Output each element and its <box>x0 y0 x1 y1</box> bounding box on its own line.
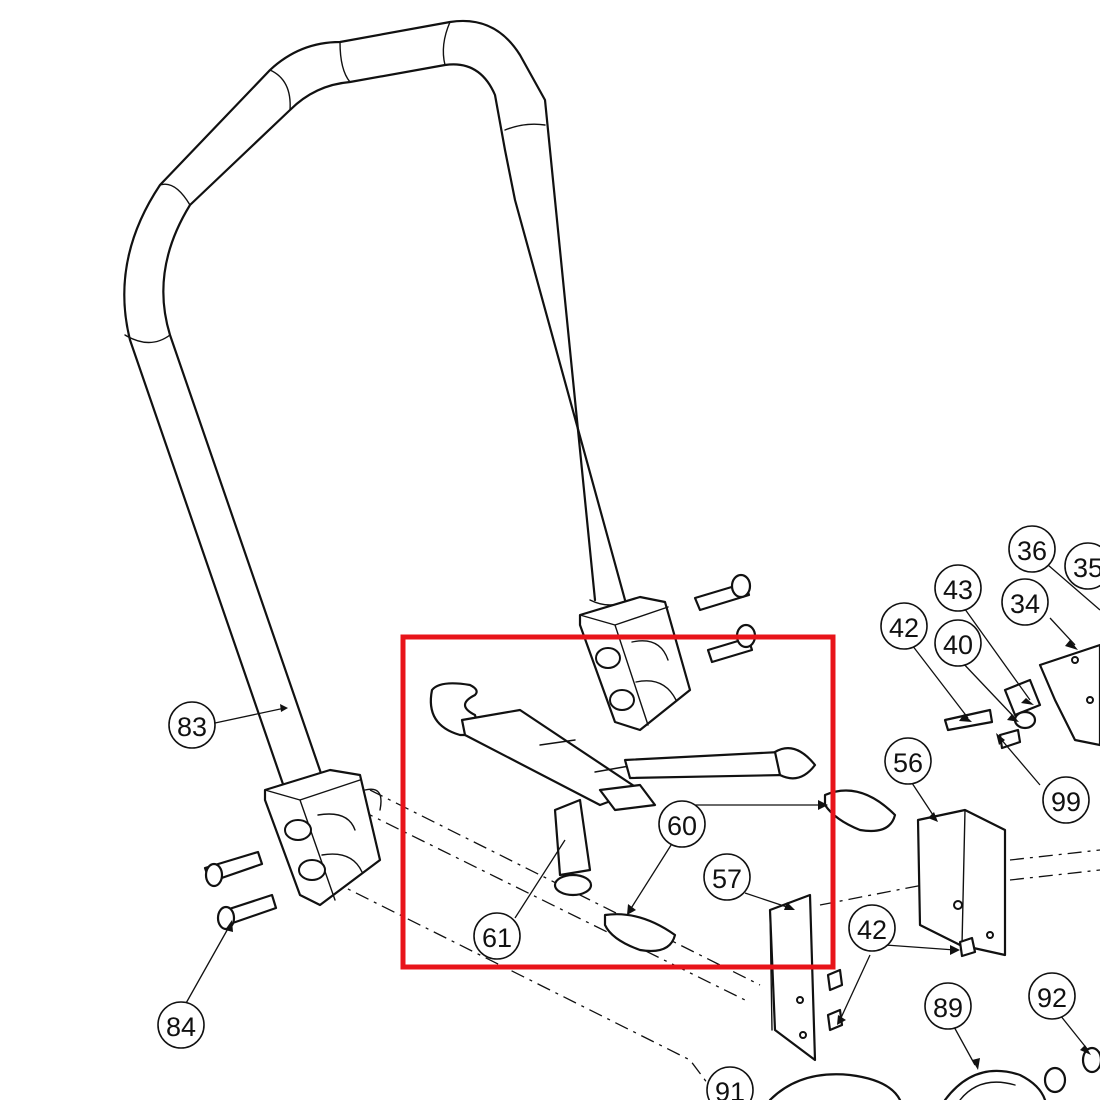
bolts <box>203 573 757 931</box>
svg-text:35: 35 <box>1073 553 1100 583</box>
svg-text:60: 60 <box>667 811 697 841</box>
svg-text:84: 84 <box>166 1012 196 1042</box>
svg-text:34: 34 <box>1010 589 1040 619</box>
callout-40: 40 <box>934 619 982 667</box>
svg-text:43: 43 <box>943 575 973 605</box>
callout-42-lower: 42 <box>848 904 896 952</box>
callout-60: 60 <box>658 800 706 848</box>
strap-assembly <box>429 682 817 897</box>
svg-text:91: 91 <box>715 1077 745 1100</box>
wheel-and-washer <box>768 1046 1100 1100</box>
svg-text:42: 42 <box>857 915 887 945</box>
callout-91: 91 <box>706 1066 754 1100</box>
handle-bar <box>123 19 631 792</box>
callout-56: 56 <box>884 737 932 785</box>
callout-36: 36 <box>1008 525 1056 573</box>
svg-text:89: 89 <box>933 993 963 1023</box>
callout-83: 83 <box>168 701 216 749</box>
svg-text:61: 61 <box>482 923 512 953</box>
snap-hooks <box>603 789 897 953</box>
callout-89: 89 <box>924 982 972 1030</box>
svg-text:83: 83 <box>177 712 207 742</box>
svg-text:92: 92 <box>1037 983 1067 1013</box>
svg-text:57: 57 <box>712 864 742 894</box>
callout-99: 99 <box>1042 776 1090 824</box>
svg-text:36: 36 <box>1017 536 1047 566</box>
hinge-hardware <box>943 643 1100 750</box>
svg-text:99: 99 <box>1051 787 1081 817</box>
bracket-plate-56 <box>916 808 1007 958</box>
callout-42-upper: 42 <box>880 602 928 650</box>
svg-text:40: 40 <box>943 630 973 660</box>
callout-92: 92 <box>1028 972 1076 1020</box>
highlight-box <box>400 634 836 970</box>
callout-43: 43 <box>934 564 982 612</box>
svg-text:42: 42 <box>889 613 919 643</box>
bracket-plate-57 <box>768 893 844 1062</box>
leader-lines <box>184 564 1100 1070</box>
left-clevis-bracket <box>263 768 382 907</box>
callout-35: 35 <box>1064 542 1100 590</box>
right-clevis-bracket <box>578 595 692 732</box>
callout-84: 84 <box>157 1001 205 1049</box>
svg-text:56: 56 <box>893 748 923 778</box>
callout-61: 61 <box>473 912 521 960</box>
callout-57: 57 <box>703 853 751 901</box>
callout-34: 34 <box>1001 578 1049 626</box>
